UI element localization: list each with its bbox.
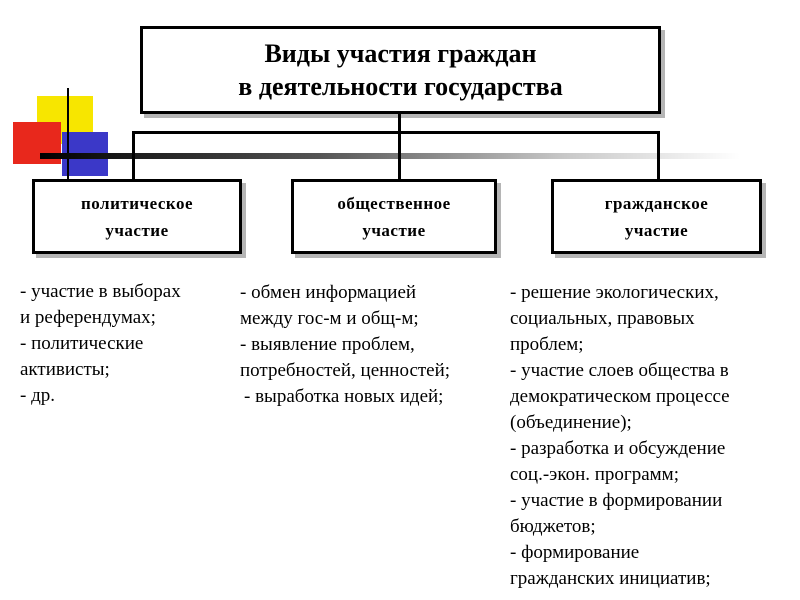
list-item: социальных, правовых bbox=[510, 308, 695, 329]
connector-trunk bbox=[398, 114, 401, 134]
list-item: - выявление проблем, bbox=[240, 334, 415, 355]
category-label-line-2: участие bbox=[362, 220, 426, 240]
list-political: - участие в выборах и референдумах; - по… bbox=[20, 279, 235, 409]
list-item: - разработка и обсуждение bbox=[510, 438, 726, 459]
category-label-line-2: участие bbox=[624, 220, 689, 240]
list-item: - участие в формировании bbox=[510, 490, 723, 511]
decor-vertical-line bbox=[67, 88, 69, 180]
category-box-civic: гражданское участие bbox=[551, 179, 762, 254]
list-item: - участие в выборах bbox=[20, 281, 181, 302]
category-label-line-1: политическое bbox=[80, 193, 194, 213]
list-item: потребностей, ценностей; bbox=[240, 360, 451, 381]
connector-bus bbox=[132, 131, 660, 134]
list-item: - политические bbox=[20, 333, 144, 354]
list-item: гражданских инициатив; bbox=[510, 568, 711, 589]
category-label-line-2: участие bbox=[105, 220, 169, 240]
connector-middle bbox=[398, 131, 401, 179]
list-item: (объединение); bbox=[510, 412, 632, 433]
list-civic: - решение экологических, социальных, пра… bbox=[510, 280, 800, 592]
category-box-political: политическое участие bbox=[32, 179, 242, 254]
title-line-1: Виды участия граждан bbox=[264, 39, 537, 68]
list-item: бюджетов; bbox=[510, 516, 596, 537]
list-item: - формирование bbox=[510, 542, 640, 563]
list-item: - решение экологических, bbox=[510, 282, 719, 303]
title-line-2: в деятельности государства bbox=[238, 72, 563, 101]
list-item: между гос-м и общ-м; bbox=[240, 308, 419, 329]
list-item: - участие слоев общества в bbox=[510, 360, 729, 381]
list-item: активисты; bbox=[20, 359, 110, 380]
decor-horizontal-line bbox=[40, 153, 740, 159]
category-label-line-1: гражданское bbox=[604, 193, 709, 213]
list-item: проблем; bbox=[510, 334, 584, 355]
list-item: демократическом процессе bbox=[510, 386, 730, 407]
title-box: Виды участия граждан в деятельности госу… bbox=[140, 26, 661, 114]
list-item: - др. bbox=[20, 385, 55, 406]
list-item: и референдумах; bbox=[20, 307, 156, 328]
connector-left bbox=[132, 131, 135, 179]
list-social: - обмен информацией между гос-м и общ-м;… bbox=[240, 280, 510, 410]
connector-right bbox=[657, 131, 660, 179]
category-box-social: общественное участие bbox=[291, 179, 497, 254]
list-item: соц.-экон. программ; bbox=[510, 464, 679, 485]
list-item: - выработка новых идей; bbox=[244, 386, 444, 407]
list-item: - обмен информацией bbox=[240, 282, 417, 303]
category-label-line-1: общественное bbox=[337, 193, 451, 213]
